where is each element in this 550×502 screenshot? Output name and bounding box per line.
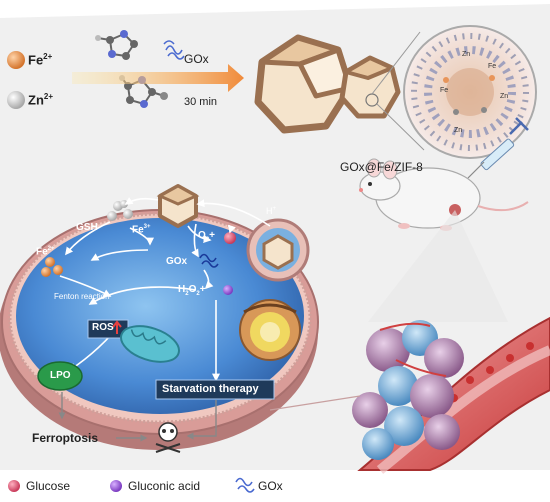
zif8-small-crystal (339, 55, 401, 119)
syringe-icon (467, 117, 529, 179)
synthesis-time-label: 30 min (184, 96, 218, 108)
outcome-arrows (58, 392, 217, 442)
gox-legend-icon (235, 477, 255, 493)
zif-node-label: Zn (500, 93, 508, 100)
zif8-particle-cell (156, 184, 200, 228)
fenton-label: Fenton reaction (54, 292, 110, 301)
fe-ion-label: Fe2+ (28, 52, 53, 68)
gox-cell-label: GOx (166, 256, 188, 267)
gox-synthesis-label: GOx (184, 52, 209, 66)
mitochondrion (120, 325, 180, 363)
ros-up-arrow-icon (112, 320, 122, 334)
fe2-ions (41, 257, 63, 277)
zif8-structure-zoom (403, 25, 537, 159)
gluconic-legend-sphere (110, 480, 122, 492)
zif8-large-crystal (254, 34, 354, 134)
lpo-label: LPO (50, 370, 71, 381)
h-plus-label: H+ (266, 206, 277, 216)
o2-label: O2+ (198, 230, 215, 243)
zif-node-label: Zn (462, 51, 470, 58)
fe3-label: Fe3+ (132, 224, 151, 236)
zn-ion-label: Zn2+ (28, 92, 54, 108)
fe-ion-sphere (7, 51, 25, 69)
synthesis-arrow (72, 64, 244, 92)
glucose-legend-sphere (8, 480, 20, 492)
tumor-mass (352, 320, 464, 460)
fe-node-label: Fe (488, 63, 496, 70)
gox-icon-cell (199, 253, 219, 268)
fe-node-label: Fe (440, 87, 448, 94)
organelle (239, 299, 301, 361)
h2o2-label: H2O2+ (178, 284, 206, 297)
ros-label: ROS (92, 322, 114, 333)
gsh-molecules (107, 200, 133, 221)
ferroptosis-label: Ferroptosis (32, 431, 99, 445)
zif8-particle-entering (262, 234, 294, 270)
gox-legend-label: GOx (258, 479, 283, 493)
glucose-legend-label: Glucose (26, 479, 71, 493)
zif-node-label: Zn (454, 127, 462, 134)
h2o2-gluconic-molecule (223, 285, 233, 295)
starvation-box (155, 379, 275, 400)
fe2-label: Fe2+ (36, 246, 55, 258)
lpo-blob (37, 361, 83, 391)
o2-molecule (224, 232, 236, 244)
starvation-label: Starvation therapy (162, 383, 259, 395)
gluconic-legend-label: Gluconic acid (128, 479, 201, 493)
tumor-zoom-cone (368, 210, 508, 322)
skull-icon (155, 422, 181, 453)
gox-icon (163, 40, 185, 60)
product-label: GOx@Fe/ZIF-8 (340, 160, 423, 174)
zn-ion-sphere (7, 91, 25, 109)
gsh-label: GSH (76, 222, 98, 233)
